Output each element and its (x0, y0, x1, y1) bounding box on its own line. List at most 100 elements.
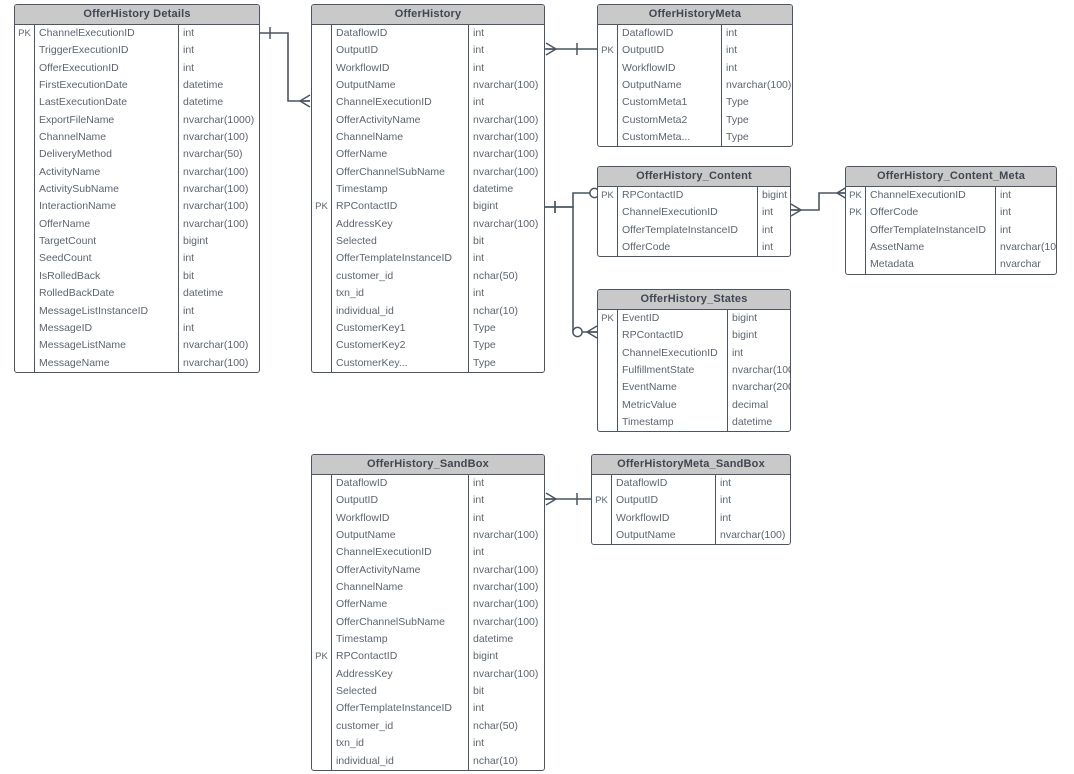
column-name: DataflowID (612, 475, 716, 493)
primary-key-marker (15, 233, 35, 251)
column-name: OutputName (618, 77, 722, 95)
entity-column-row[interactable]: CustomerKey...Type (312, 354, 544, 372)
primary-key-marker (312, 337, 332, 355)
entity-column-row[interactable]: CustomMeta...Type (598, 129, 792, 147)
primary-key-marker (312, 319, 332, 338)
column-name: OutputID (612, 492, 716, 510)
primary-key-marker (312, 717, 332, 736)
